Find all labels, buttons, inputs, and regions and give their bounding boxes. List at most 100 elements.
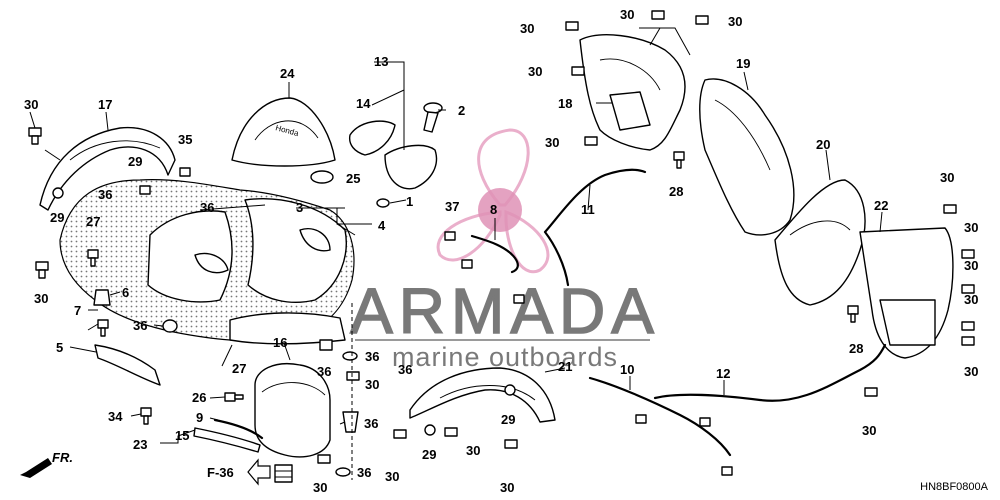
bolt-30-lower-left	[35, 261, 49, 279]
propeller-hub	[478, 188, 522, 232]
callout-p36a: 37	[445, 199, 459, 214]
callout-p32: 36	[398, 362, 412, 377]
callout-p19: 19	[736, 56, 750, 71]
callout-p34a: 36	[133, 318, 147, 333]
callout-p30h: 30	[520, 21, 534, 36]
callout-p30o: 30	[964, 258, 978, 273]
callout-p5: 5	[56, 340, 63, 355]
fender-lower-lip	[229, 312, 346, 345]
front-direction-arrow: FR.	[20, 450, 73, 478]
bolt-31	[140, 407, 152, 425]
callout-p34b: 36	[317, 364, 331, 379]
fender-vent-right	[299, 228, 331, 252]
panel-20	[774, 179, 866, 306]
strap-15	[193, 427, 261, 453]
reference-label: F-36	[207, 465, 234, 480]
callout-p9: 9	[196, 410, 203, 425]
propeller-blade	[436, 210, 502, 262]
step-5	[94, 344, 161, 386]
watermark-brand: ARMADA	[350, 275, 660, 347]
callout-numbers: 30 17 24 13 14 2 35 29 36 29 27 36 25 1 …	[24, 7, 978, 495]
rear-fender-17	[39, 126, 176, 211]
panel-18-window	[609, 91, 651, 131]
callout-p2: 2	[458, 103, 465, 118]
callout-p11: 11	[581, 202, 595, 217]
bolt-36	[444, 231, 733, 476]
callout-p32c: 36	[200, 200, 214, 215]
callout-p22: 22	[874, 198, 888, 213]
callout-p28b: 28	[849, 341, 863, 356]
callout-p10: 10	[620, 362, 634, 377]
callout-p30c: 30	[365, 377, 379, 392]
watermark-tagline: marine outboards	[392, 342, 618, 372]
callout-p14: 14	[356, 96, 371, 111]
watermark: ARMADA marine outboards	[349, 128, 660, 372]
propeller-blade	[504, 209, 550, 274]
callout-p35: 36	[364, 416, 378, 431]
fender-inner-panel	[147, 210, 233, 303]
callout-p29d: 29	[501, 412, 515, 427]
callout-p13: 13	[374, 54, 388, 69]
bolt-30-top-right	[565, 10, 709, 146]
fender-vent	[194, 252, 229, 274]
duct-19	[699, 78, 795, 236]
bolt-32	[139, 167, 191, 195]
callout-p27a: 27	[86, 214, 100, 229]
propeller-logo	[436, 128, 550, 274]
callout-p26: 26	[192, 390, 206, 405]
cable-8	[470, 234, 519, 274]
callout-p28a: 28	[669, 184, 683, 199]
callout-p33b: 36	[357, 465, 371, 480]
callout-p29c: 29	[422, 447, 436, 462]
callout-p30j: 30	[728, 14, 742, 29]
callout-p16: 16	[273, 335, 287, 350]
cable-10	[588, 376, 732, 457]
callout-p25: 25	[346, 171, 360, 186]
top-cover-24	[231, 97, 336, 167]
storage-box-16	[254, 363, 331, 458]
bolt-30-right-column	[943, 204, 975, 346]
cover-14	[348, 120, 396, 156]
callout-p12: 12	[716, 366, 730, 381]
callout-p29a: 29	[128, 154, 142, 169]
callout-p32b: 36	[98, 187, 112, 202]
callout-p31: 34	[108, 409, 123, 424]
cable-11	[543, 168, 647, 287]
grommet-2	[423, 102, 443, 133]
grommet-25	[310, 170, 334, 184]
grommet-34	[162, 319, 178, 333]
callout-p15: 15	[175, 428, 189, 443]
callout-p30i: 30	[620, 7, 634, 22]
callout-p7: 7	[74, 303, 81, 318]
bracket-1	[384, 144, 438, 190]
callout-p3: 3	[296, 200, 303, 215]
callout-p21: 21	[558, 359, 572, 374]
bolt-28-right	[847, 305, 859, 323]
callout-p30f: 30	[466, 443, 480, 458]
strap-9	[213, 418, 264, 440]
fender-21	[409, 367, 556, 423]
panel-22-window	[879, 299, 936, 346]
bolt-30-upper-left	[28, 127, 42, 145]
callout-p4: 4	[378, 218, 386, 233]
front-direction-label: FR.	[52, 450, 73, 465]
grommet-f36	[274, 464, 293, 483]
callout-p1: 1	[406, 194, 413, 209]
callout-p30d: 30	[313, 480, 327, 495]
bolt-37	[97, 319, 109, 337]
callout-p30p: 30	[964, 292, 978, 307]
callout-p30m: 30	[940, 170, 954, 185]
callout-p6: 6	[122, 285, 129, 300]
clip-35	[342, 411, 359, 433]
bolt-28	[673, 151, 685, 169]
callout-p30l: 30	[545, 135, 559, 150]
callout-p33a: 36	[365, 349, 379, 364]
callout-p30q: 30	[964, 364, 978, 379]
callout-p32a: 35	[178, 132, 192, 147]
leader-lines	[29, 27, 883, 480]
callout-p30e: 30	[385, 469, 399, 484]
callout-p30g: 30	[500, 480, 514, 495]
fasteners	[28, 10, 975, 477]
